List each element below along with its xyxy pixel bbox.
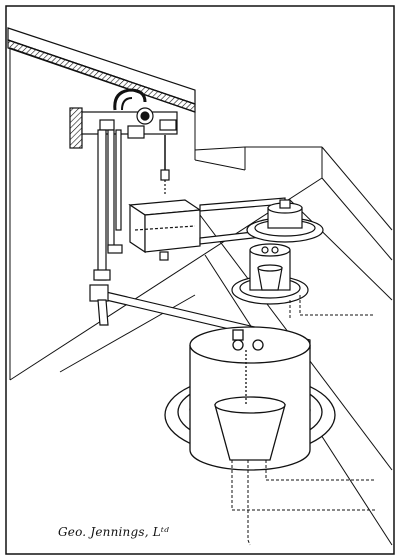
vertical-pipes bbox=[93, 129, 123, 281]
roof-eave bbox=[7, 27, 196, 113]
small-closet bbox=[246, 199, 324, 243]
waste-lines bbox=[231, 295, 375, 546]
large-closet bbox=[164, 326, 336, 471]
artist-signature: Geo. Jennings, Lᵗᵈ bbox=[58, 525, 170, 539]
wall-cistern bbox=[69, 88, 178, 195]
medium-closet bbox=[231, 243, 309, 305]
far-wall bbox=[194, 146, 393, 261]
outer-frame bbox=[5, 5, 395, 555]
feed-tank bbox=[128, 199, 202, 261]
